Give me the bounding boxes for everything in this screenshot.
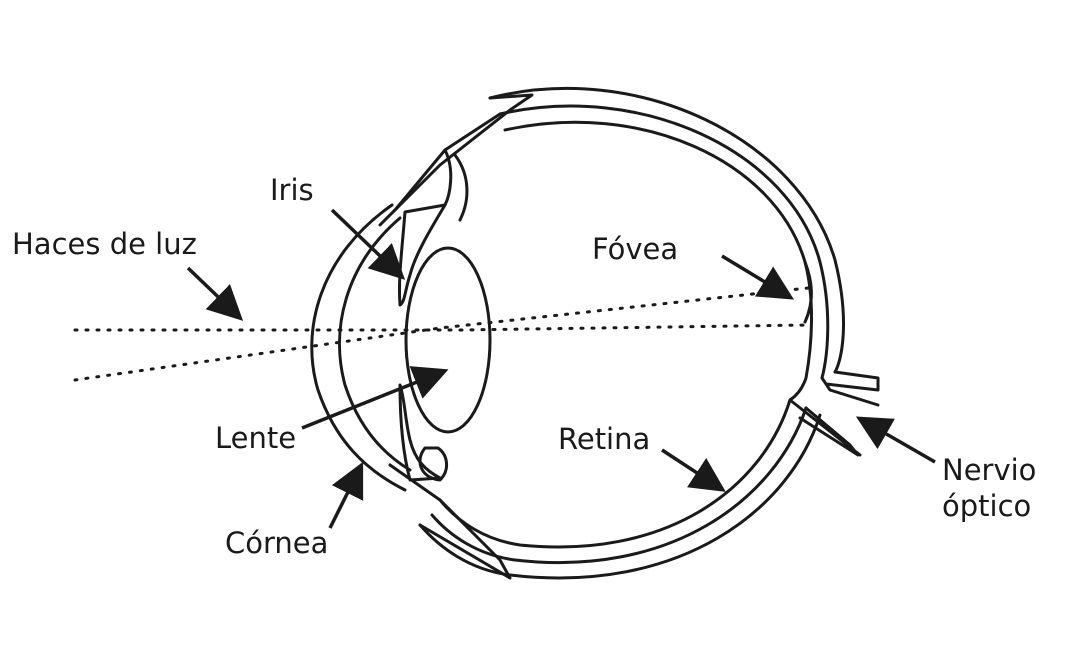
label-light-rays: Haces de luz [12, 227, 197, 261]
label-lens: Lente [215, 421, 297, 455]
arrow-cornea [328, 461, 364, 529]
sclera-outer [418, 87, 845, 580]
label-optic-nerve-line2: óptico [942, 489, 1032, 523]
label-optic-nerve-line1: Nervio [942, 453, 1037, 487]
arrow-retina [661, 448, 726, 492]
label-retina: Retina [558, 422, 651, 456]
iris-top [397, 203, 447, 307]
sclera-rim-top [378, 93, 534, 227]
label-cornea: Córnea [225, 526, 329, 560]
arrow-fovea [721, 254, 794, 300]
ciliary-bottom [418, 446, 448, 482]
arrow-optic-nerve [855, 416, 936, 464]
arrow-iris [330, 208, 406, 280]
lens-shape [404, 246, 492, 434]
cornea [310, 203, 407, 492]
choroid [430, 104, 830, 565]
optic-nerve [788, 370, 880, 457]
light-ray-upper [73, 323, 810, 332]
label-fovea: Fóvea [592, 232, 679, 266]
ciliary-top [443, 148, 469, 222]
retina-layer [438, 120, 814, 549]
fovea-dip [803, 260, 813, 324]
sclera-rim-bottom [388, 463, 512, 580]
cornea-inner [338, 216, 412, 472]
iris-bottom [398, 383, 442, 482]
label-iris: Iris [270, 173, 314, 207]
light-ray-lower [73, 286, 810, 382]
arrow-lens [301, 366, 449, 430]
arrow-light-rays [186, 266, 244, 321]
